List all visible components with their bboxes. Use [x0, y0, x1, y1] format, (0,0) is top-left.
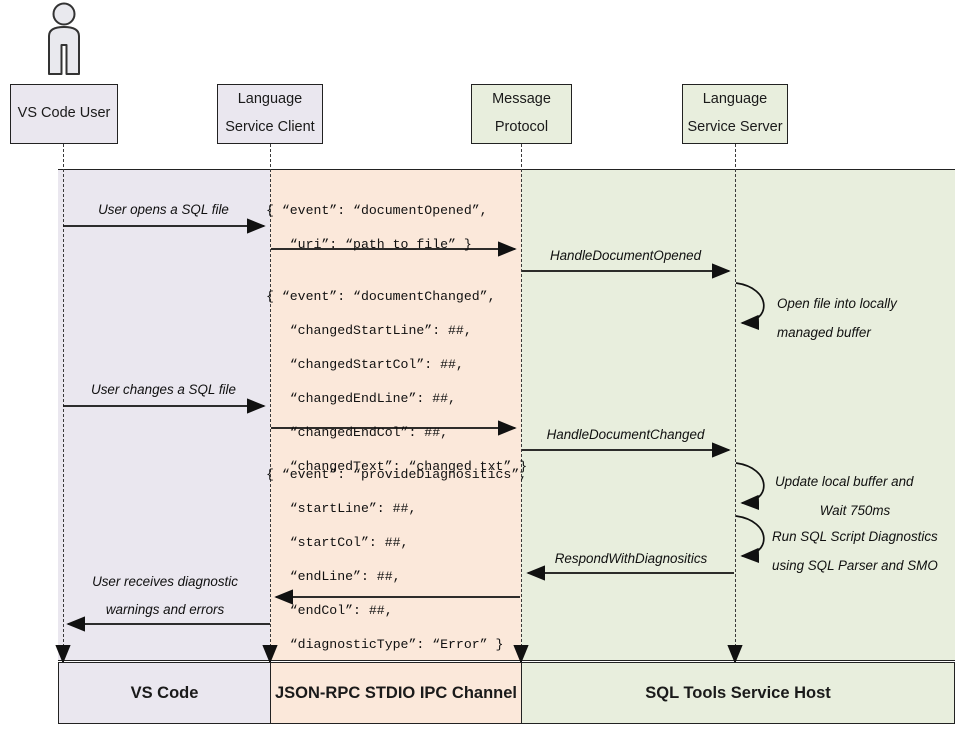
note-update-buffer-line2: Wait 750ms	[819, 503, 891, 518]
note-run-diagnostics-line1: Run SQL Script Diagnostics	[772, 529, 938, 544]
lifeline-language-service-client	[270, 144, 271, 662]
payload-document-opened: { “event”: “documentOpened”, “uri”: “pat…	[266, 203, 488, 252]
self-loop-open-file	[735, 282, 765, 331]
participant-label-line1: Language	[237, 91, 303, 108]
lifeline-vs-code-user	[63, 144, 64, 662]
note-open-file-line2: managed buffer	[777, 325, 871, 340]
participant-label-line2: Service Server	[687, 119, 783, 135]
payload-provide-diagnositics: { “event”: “provideDiagnositics”, “start…	[266, 467, 528, 652]
note-run-diagnostics-line2: using SQL Parser and SMO	[772, 558, 938, 573]
band-ipc	[270, 170, 521, 660]
footer-label-service: SQL Tools Service Host	[645, 683, 831, 702]
note-open-file-line1: Open file into locally	[777, 296, 897, 311]
self-loop-update-buffer	[735, 462, 765, 511]
label-user-receives-diagnostics-line1: User receives diagnostic	[92, 574, 238, 589]
participant-label-line2: Protocol	[494, 119, 549, 135]
label-respond-with-diagnositics: RespondWithDiagnositics	[554, 551, 708, 566]
lifeline-language-service-server	[735, 144, 736, 662]
label-handle-document-changed: HandleDocumentChanged	[546, 427, 705, 442]
note-update-buffer-line1: Update local buffer and	[775, 474, 914, 489]
footer-band-vs-code: VS Code	[58, 662, 271, 724]
band-vs-code	[58, 170, 270, 660]
participant-language-service-client[interactable]: Language Service Client	[217, 84, 323, 144]
footer-band-ipc: JSON-RPC STDIO IPC Channel	[270, 662, 522, 724]
participant-label-line1: VS Code User	[17, 105, 111, 122]
band-bottom-divider	[58, 660, 955, 661]
footer-label-ipc: JSON-RPC STDIO IPC Channel	[274, 683, 518, 702]
participant-vs-code-user[interactable]: VS Code User	[10, 84, 118, 144]
label-handle-document-opened: HandleDocumentOpened	[549, 248, 702, 263]
label-user-receives-diagnostics-line2: warnings and errors	[105, 602, 225, 617]
participant-label-line2: Service Client	[225, 119, 315, 135]
payload-document-changed: { “event”: “documentChanged”, “changedSt…	[266, 289, 528, 474]
lifeline-message-protocol	[521, 144, 522, 662]
user-actor-figure	[36, 2, 92, 76]
self-loop-run-diagnostics	[735, 515, 765, 564]
participant-language-service-server[interactable]: Language Service Server	[682, 84, 788, 144]
participant-message-protocol[interactable]: Message Protocol	[471, 84, 572, 144]
footer-band-service: SQL Tools Service Host	[521, 662, 955, 724]
label-user-changes-sql-file: User changes a SQL file	[91, 382, 236, 397]
participant-label-line1: Message	[492, 91, 551, 108]
band-service	[521, 170, 955, 660]
participant-label-line1: Language	[702, 91, 768, 108]
band-top-divider	[58, 169, 955, 170]
label-user-opens-sql-file: User opens a SQL file	[98, 202, 229, 217]
footer-label-vs-code: VS Code	[130, 683, 199, 702]
